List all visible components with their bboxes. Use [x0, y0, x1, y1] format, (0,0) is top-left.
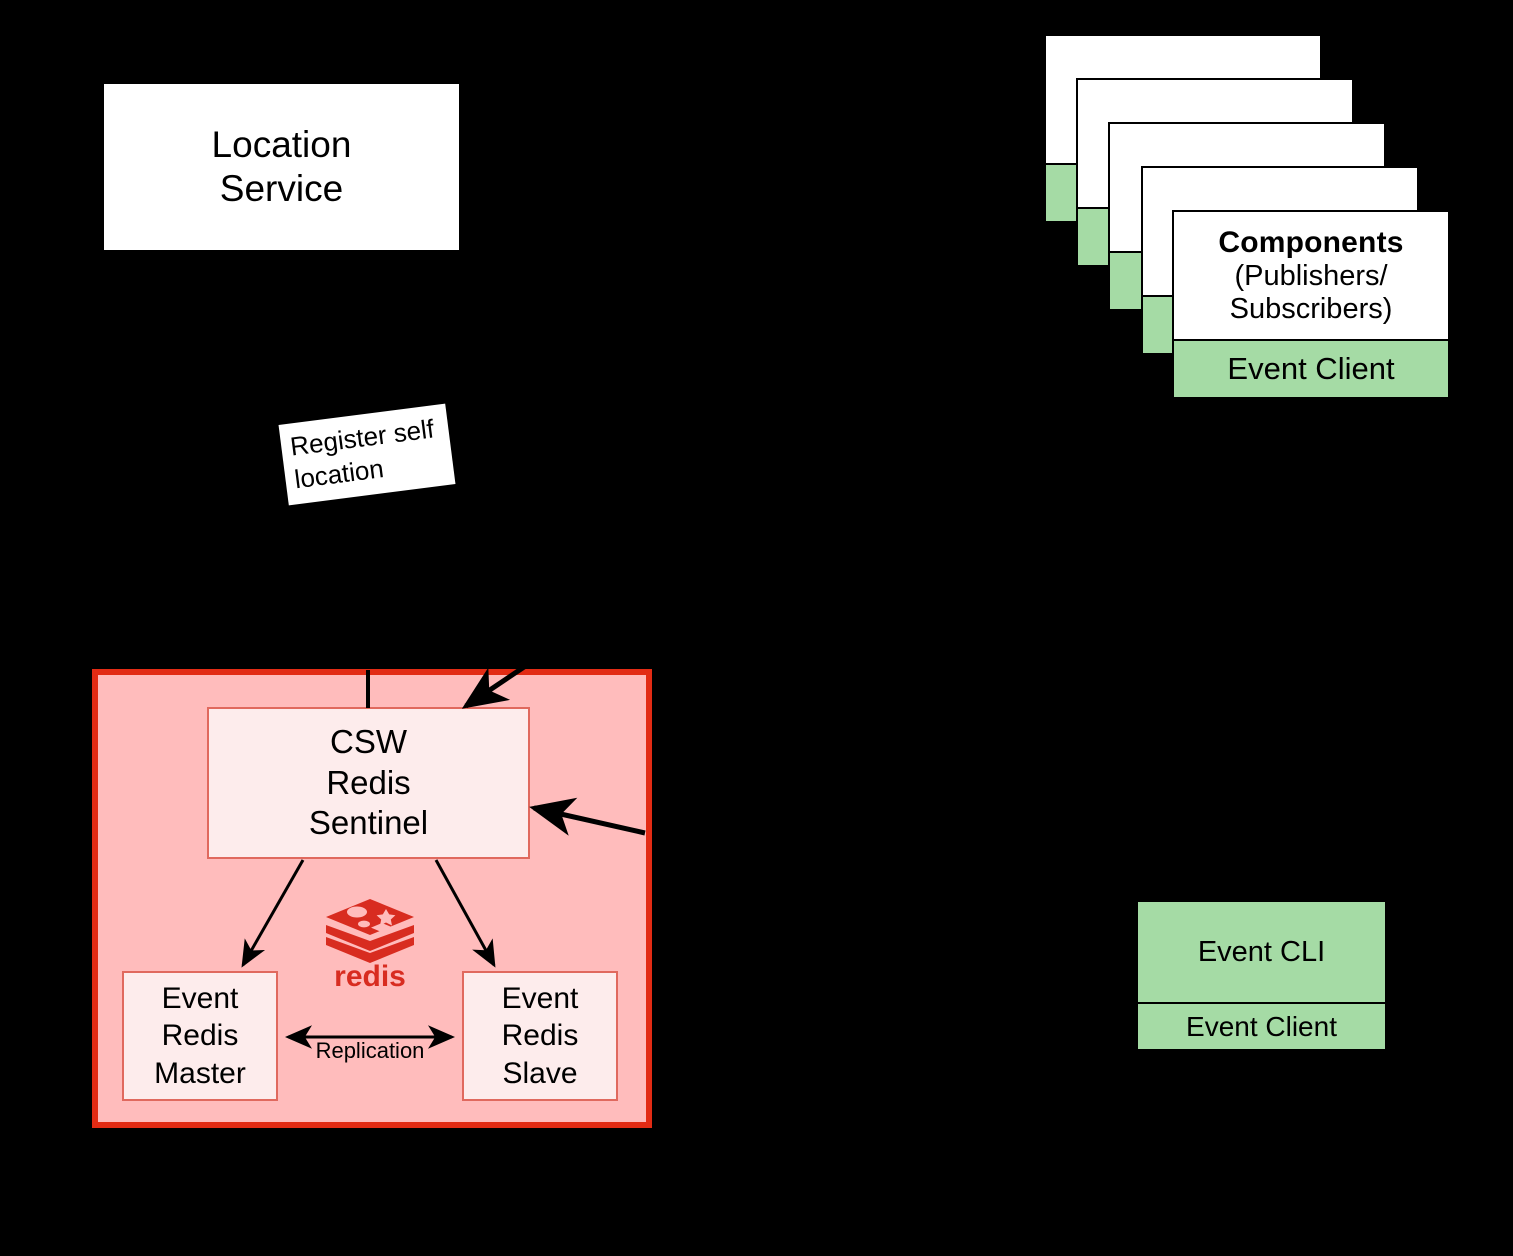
location-service-box[interactable]: Location Service [102, 82, 461, 252]
csw-redis-sentinel-box[interactable]: CSW Redis Sentinel [207, 707, 530, 859]
event-cli-box[interactable]: Event CLI Event Client [1136, 900, 1387, 1051]
event-redis-master-box[interactable]: Event Redis Master [122, 971, 278, 1101]
components-subtitle-line2: Subscribers) [1229, 292, 1393, 325]
master-line2: Redis [161, 1019, 239, 1053]
master-line1: Event [161, 982, 239, 1016]
location-service-line2: Service [219, 168, 344, 209]
components-subtitle-line1: (Publishers/ [1234, 259, 1388, 292]
slave-line3: Slave [502, 1056, 578, 1090]
event-cli-title: Event CLI [1197, 935, 1326, 968]
components-title: Components [1218, 225, 1404, 259]
sentinel-line1: CSW [330, 722, 407, 760]
event-cli-event-client-band: Event Client [1138, 1002, 1385, 1049]
replication-label: Replication [315, 1038, 425, 1063]
slave-line2: Redis [501, 1019, 579, 1053]
master-line3: Master [154, 1056, 246, 1090]
components-event-client-band: Event Client [1174, 339, 1448, 397]
slave-line1: Event [501, 982, 579, 1016]
location-service-line1: Location [211, 124, 352, 166]
sentinel-line3: Sentinel [308, 804, 429, 842]
sentinel-line2: Redis [326, 763, 411, 801]
event-redis-slave-box[interactable]: Event Redis Slave [462, 971, 618, 1101]
register-self-location-note: Register self location [278, 403, 456, 506]
components-card-body: Components (Publishers/ Subscribers) [1174, 212, 1448, 339]
components-card-front[interactable]: Components (Publishers/ Subscribers) Eve… [1172, 210, 1450, 399]
components-stack[interactable]: Components (Publishers/ Subscribers) Eve… [1042, 34, 1462, 403]
